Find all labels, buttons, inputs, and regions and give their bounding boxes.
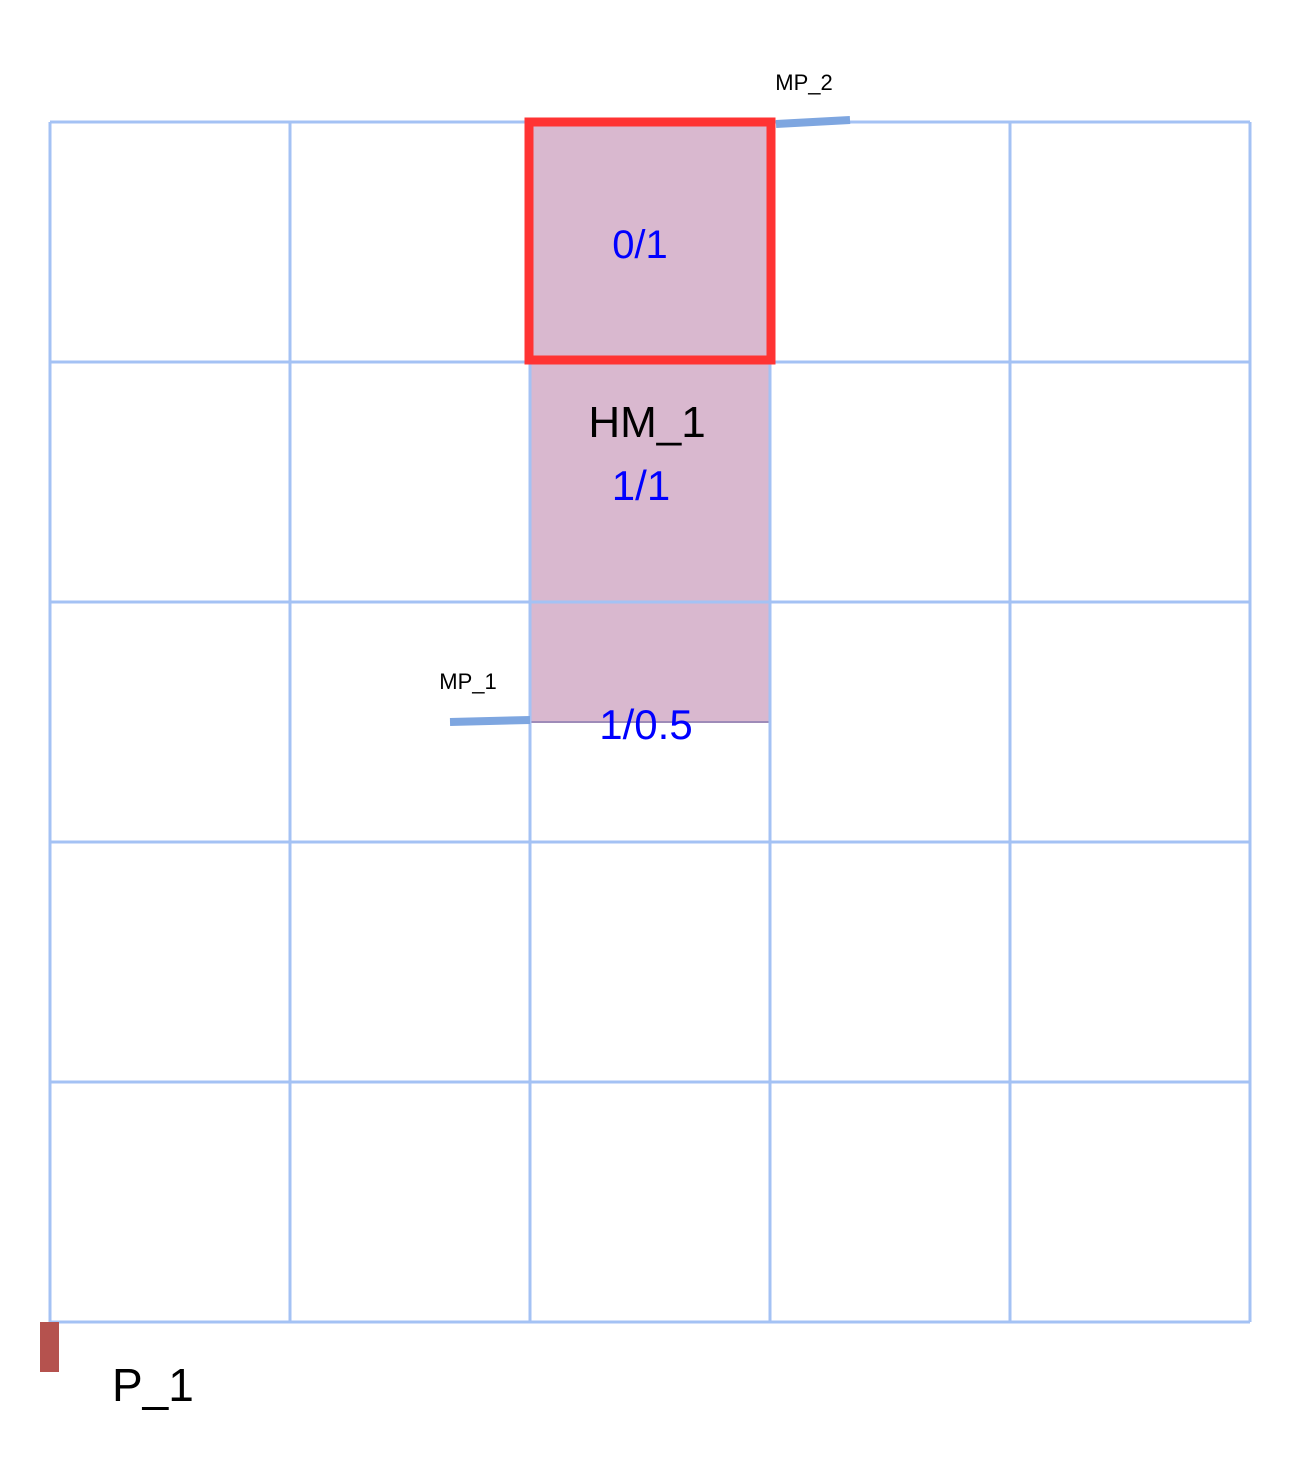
bottom-cell-value: 1/0.5 — [599, 701, 692, 748]
selected-cell-border — [524, 117, 776, 365]
grid — [48, 120, 1252, 1324]
mp-2-marker-line — [775, 116, 851, 128]
mp-2-label: MP_2 — [775, 70, 832, 95]
middle-cell-value: 1/1 — [612, 462, 670, 509]
p-1-label: P_1 — [112, 1359, 194, 1411]
hm-1-region — [529, 121, 771, 723]
mp-1-marker-line — [449, 716, 531, 726]
selected-cell-value: 0/1 — [612, 223, 668, 267]
hm-1-label: HM_1 — [588, 398, 705, 447]
p-1-marker-bar — [40, 1322, 59, 1372]
mp-1-label: MP_1 — [439, 669, 496, 694]
